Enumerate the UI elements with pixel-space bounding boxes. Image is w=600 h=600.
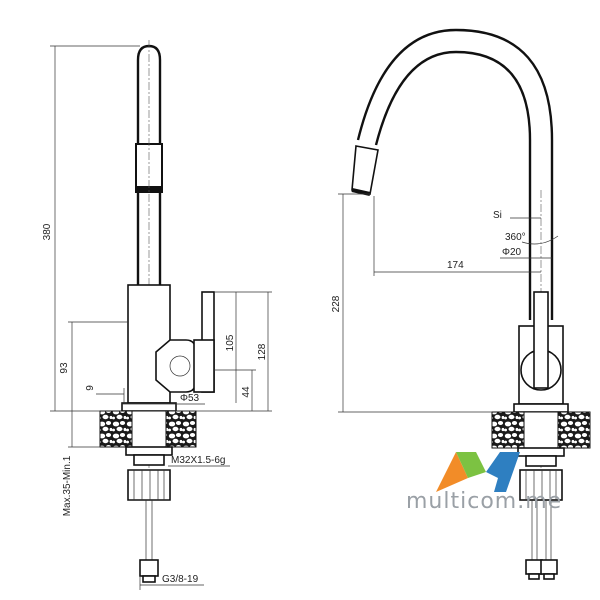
front-nut-ribs [525,470,557,500]
thread-main-label: M32X1.5-6g [171,455,225,466]
front-spout-outer [374,50,532,320]
dim-20-label: Φ20 [502,247,522,258]
dim-thickness-label: Max.35-Min.1 [62,455,73,516]
thread-hose-label: G3/8-19 [162,574,199,585]
dim-228-label: 228 [331,295,342,312]
logo-orange-shape [436,452,468,492]
front-hose-fitting-right [540,559,558,575]
logo-blue-shape [486,452,520,492]
front-mount-nut [519,469,563,501]
side-washer [125,446,173,456]
front-nozzle [351,145,379,195]
side-mount-nut [127,469,171,501]
side-hose-end [142,575,156,583]
dim-53-label: Φ53 [180,393,200,404]
side-view: 380 93 9 105 128 44 Φ53 Max.35-Min.1 M32… [42,40,272,590]
dim-9-label: 9 [85,385,96,391]
dim-174-label: 174 [447,260,464,271]
dim-128-label: 128 [257,343,268,360]
front-hoses [531,500,552,560]
side-nut-ribs [133,470,165,500]
front-base-ring [513,403,569,413]
front-nozzle-tip [351,188,371,196]
dim-105-label: 105 [225,334,236,351]
side-hose-fitting [139,559,159,577]
front-spout-inner [356,28,554,320]
front-nut-top [525,455,557,467]
side-nozzle-tip [136,186,162,192]
logo-text: multicom.me [406,489,562,514]
side-hub-circle [169,355,191,377]
front-lever [533,291,549,389]
dim-93-label: 93 [59,362,70,374]
front-washer [517,447,565,457]
rotation-label: 360° [505,232,526,243]
logo-green-shape [456,452,486,478]
front-shank-cut [523,411,559,449]
side-hose [145,500,153,560]
front-hose-end-right [543,573,555,580]
side-lever-base [193,339,215,393]
dim-44-label: 44 [241,386,252,398]
front-hose-end-left [528,573,540,580]
dim-380-label: 380 [42,223,53,240]
brand-logo: multicom.me [406,452,562,514]
side-nut-top [133,454,165,466]
side-shank-cut [131,410,167,448]
rotation-arc [521,235,559,245]
front-hose-fitting-left [525,559,543,575]
si-label: Si [493,210,502,221]
